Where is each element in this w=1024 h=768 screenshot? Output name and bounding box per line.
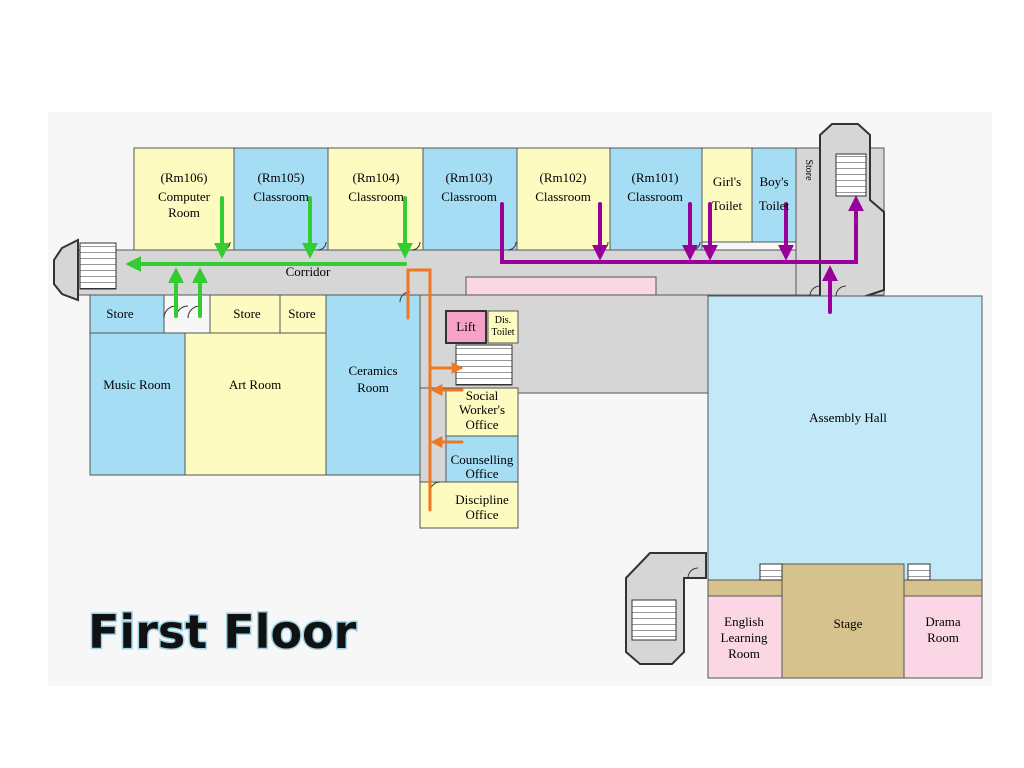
room-lift: [445, 310, 487, 344]
room-rm105: [233, 147, 329, 251]
label-girls-toilet-line1: Girl's: [713, 174, 741, 189]
label-music-room: Music Room: [103, 377, 171, 392]
room-boys-toilet: [751, 147, 797, 243]
label-drama-line2: Room: [927, 630, 959, 645]
room-art: [184, 332, 327, 476]
label-store-right: Store: [288, 306, 316, 321]
room-labels: (Rm106) Computer Room (Rm105) Classroom …: [103, 159, 961, 661]
map-title: First Floor: [88, 605, 357, 659]
label-discipline-line1: Discipline: [455, 492, 509, 507]
label-english-line2: Learning: [721, 630, 768, 645]
room-store-left: [89, 294, 165, 334]
lower-left-rooms: [89, 294, 421, 476]
orange-evacuation-route: [406, 268, 464, 512]
label-boys-toilet-line1: Boy's: [759, 174, 788, 189]
room-stage: [781, 563, 905, 679]
south-staircase: [625, 552, 707, 665]
label-rm106-line2: Room: [168, 205, 200, 220]
label-store-left: Store: [106, 306, 134, 321]
label-rm106-number: (Rm106): [161, 170, 208, 185]
label-rm101-number: (Rm101): [632, 170, 679, 185]
room-rm102: [516, 147, 611, 251]
label-counselling-line2: Office: [466, 466, 499, 481]
west-staircase: [53, 238, 117, 302]
room-social-worker: [445, 387, 519, 437]
office-corridor: [419, 387, 447, 483]
label-store-mid: Store: [233, 306, 261, 321]
label-english-line1: English: [724, 614, 764, 629]
label-drama-line1: Drama: [925, 614, 961, 629]
label-dis-toilet-line2: Toilet: [491, 327, 514, 338]
label-counselling-line1: Counselling: [451, 452, 514, 467]
label-rm105-name: Classroom: [253, 189, 309, 204]
label-girls-toilet-line2: Toilet: [712, 198, 743, 213]
room-music: [89, 332, 186, 476]
top-row-rooms: [133, 147, 797, 251]
room-discipline: [419, 481, 519, 529]
room-rm101: [609, 147, 703, 251]
label-corridor: Corridor: [286, 264, 331, 279]
room-english: [707, 595, 783, 679]
room-dis-toilet: [487, 310, 519, 344]
central-stair: [455, 344, 513, 386]
label-rm106-line1: Computer: [158, 189, 211, 204]
label-ceramics-line2: Room: [357, 380, 389, 395]
room-drama: [903, 595, 983, 679]
room-store-right: [279, 294, 327, 334]
label-english-line3: Room: [728, 646, 760, 661]
lobby-pink-strip: [465, 276, 657, 296]
green-evacuation-route: [125, 196, 413, 318]
label-ceramics-line1: Ceramics: [348, 363, 397, 378]
purple-evacuation-route: [500, 195, 864, 314]
label-rm101-name: Classroom: [627, 189, 683, 204]
label-rm104-number: (Rm104): [353, 170, 400, 185]
label-social-line2: Worker's: [459, 402, 505, 417]
label-assembly-hall: Assembly Hall: [809, 410, 887, 425]
room-rm106: [133, 147, 235, 251]
room-assembly-hall: [707, 295, 983, 581]
room-rm104: [327, 147, 424, 251]
label-art-room: Art Room: [229, 377, 281, 392]
label-rm103-name: Classroom: [441, 189, 497, 204]
label-stage: Stage: [834, 616, 863, 631]
label-rm105-number: (Rm105): [258, 170, 305, 185]
label-store-top: Store: [803, 159, 814, 181]
label-boys-toilet-line2: Toilet: [759, 198, 790, 213]
room-counselling: [445, 435, 519, 483]
label-rm103-number: (Rm103): [446, 170, 493, 185]
label-rm104-name: Classroom: [348, 189, 404, 204]
label-social-line3: Office: [466, 417, 499, 432]
room-store-mid: [209, 294, 281, 334]
label-dis-toilet-line1: Dis.: [495, 315, 511, 326]
label-discipline-line2: Office: [466, 507, 499, 522]
label-rm102-name: Classroom: [535, 189, 591, 204]
assembly-hall-block: [707, 295, 983, 679]
label-lift: Lift: [456, 319, 476, 334]
label-social-line1: Social: [466, 388, 499, 403]
room-ceramics: [325, 294, 421, 476]
label-rm102-number: (Rm102): [540, 170, 587, 185]
central-office-block: [419, 310, 519, 529]
